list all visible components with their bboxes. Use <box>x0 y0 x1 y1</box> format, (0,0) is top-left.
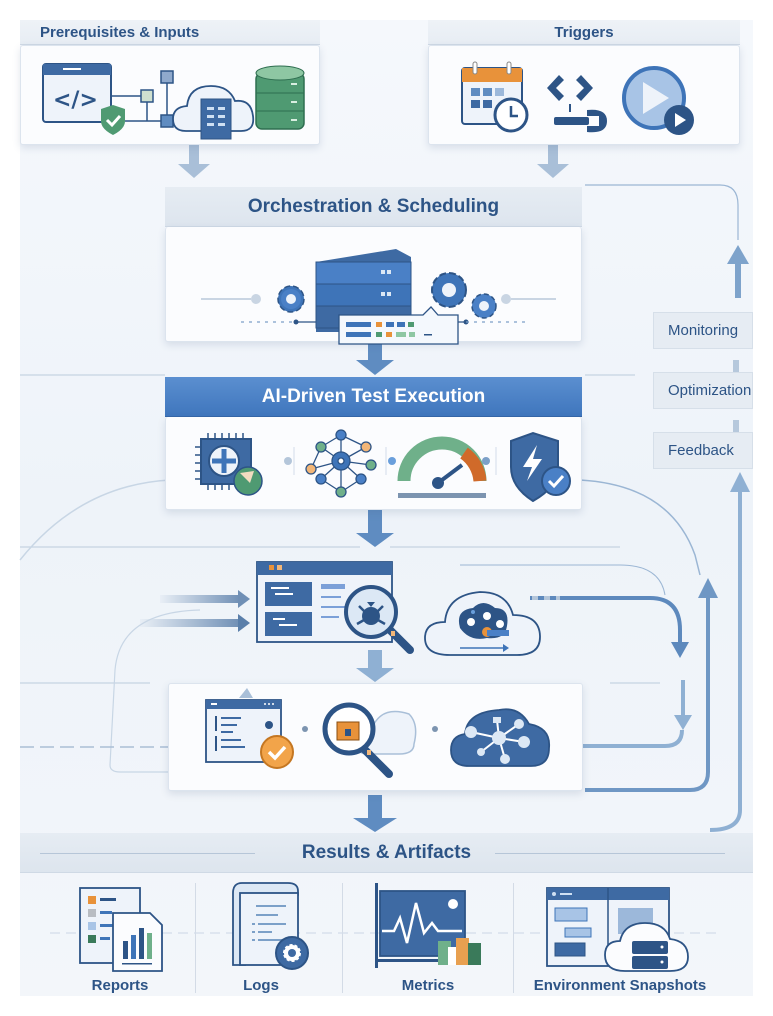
results-divider <box>342 883 343 993</box>
down-arrow <box>356 510 394 547</box>
orchestration-icons <box>201 249 556 345</box>
gear-icon <box>471 293 497 319</box>
orchestration-card <box>165 227 582 345</box>
triggers-icons <box>461 61 694 135</box>
arrowhead <box>727 245 749 264</box>
performance-gauge-icon <box>397 436 487 498</box>
triggers-card <box>428 45 740 145</box>
play-button-icon <box>622 66 694 135</box>
feedback-step-optimization: Optimization <box>653 372 753 409</box>
validation-return <box>580 729 684 748</box>
inbound-arrow-shaft <box>140 619 240 627</box>
down-arrow <box>353 795 397 832</box>
inbound-arrow-shaft <box>160 595 240 603</box>
report-chart-icon <box>79 887 163 972</box>
code-wrench-icon <box>547 75 607 133</box>
gear-icon <box>277 285 305 313</box>
curve-left <box>19 479 171 561</box>
results-title: Results & Artifacts <box>301 841 472 863</box>
result-label-metrics: Metrics <box>401 977 455 994</box>
cloud-building-icon <box>172 85 255 140</box>
security-shield-icon <box>510 431 571 503</box>
results-icons <box>50 882 720 972</box>
inspection-magnifier-icon <box>322 702 417 778</box>
down-arrow <box>537 144 569 178</box>
curve-left-lower <box>109 609 201 773</box>
arrowhead <box>238 614 250 632</box>
triggers-header: Triggers <box>428 20 740 45</box>
results-divider <box>195 883 196 993</box>
gear-icon <box>431 272 467 308</box>
task-queue-panel-icon <box>338 306 459 345</box>
side-connector <box>733 360 739 372</box>
calendar-clock-icon <box>461 61 529 133</box>
arrowhead <box>674 715 692 730</box>
arrowhead <box>671 642 689 658</box>
result-label-environment-snapshots: Environment Snapshots <box>533 977 707 994</box>
connector-layer <box>19 144 750 832</box>
prerequisites-icons: </> <box>42 63 305 140</box>
execution-header: AI-Driven Test Execution <box>165 377 582 417</box>
cloud-network-icon <box>450 708 551 767</box>
execution-icons <box>195 429 571 503</box>
environment-snapshot-icon <box>546 887 689 972</box>
feedback-label: Feedback <box>668 442 734 459</box>
diagram-canvas: Prerequisites & Inputs </> <box>19 20 753 996</box>
result-label-logs: Logs <box>243 977 279 994</box>
monitoring-label: Monitoring <box>668 322 739 339</box>
down-arrow <box>356 650 394 682</box>
network-nodes-icon <box>111 70 174 128</box>
loop-line-top <box>585 184 739 240</box>
optimization-label: Optimization <box>668 382 752 399</box>
bug-magnifier-icon <box>344 585 414 654</box>
outer-return-loop <box>585 595 710 792</box>
neural-network-icon <box>305 429 377 498</box>
curve-right-inner <box>460 564 666 596</box>
feedback-step-monitoring: Monitoring <box>653 312 753 349</box>
curve-right <box>579 479 701 576</box>
results-header: Results & Artifacts <box>20 833 753 873</box>
arrowhead <box>730 472 750 492</box>
database-icon <box>255 65 305 130</box>
prerequisites-title: Prerequisites & Inputs <box>40 23 200 41</box>
analysis-icons <box>256 561 541 656</box>
arrowhead <box>698 578 718 598</box>
metrics-monitor-icon <box>375 883 481 968</box>
log-scroll-gear-icon <box>232 882 309 970</box>
feedback-step-feedback: Feedback <box>653 432 753 469</box>
checked-document-icon <box>205 699 294 769</box>
execution-title: AI-Driven Test Execution <box>261 385 486 407</box>
down-arrow <box>178 144 210 178</box>
analysis-arrow-loop <box>530 596 682 645</box>
orchestration-header: Orchestration & Scheduling <box>165 187 582 227</box>
results-divider <box>513 883 514 993</box>
result-label-reports: Reports <box>91 977 149 994</box>
validation-card <box>168 683 583 791</box>
arrowhead <box>238 590 250 608</box>
ai-chip-icon <box>195 433 263 496</box>
prerequisites-header: Prerequisites & Inputs <box>20 20 320 45</box>
results-return-loop <box>709 490 742 832</box>
prerequisites-card: </> <box>20 45 320 145</box>
execution-card <box>165 417 582 510</box>
results-header-rule <box>40 853 255 854</box>
results-header-rule <box>495 853 725 854</box>
cloud-ai-brain-icon <box>424 591 541 656</box>
orchestration-title: Orchestration & Scheduling <box>247 195 500 217</box>
svg-text:</>: </> <box>53 88 98 113</box>
side-connector <box>733 420 739 432</box>
down-arrow <box>356 342 394 375</box>
validation-icons <box>205 688 551 778</box>
code-window-shield-icon: </> <box>42 63 125 135</box>
triggers-title: Triggers <box>554 23 614 41</box>
